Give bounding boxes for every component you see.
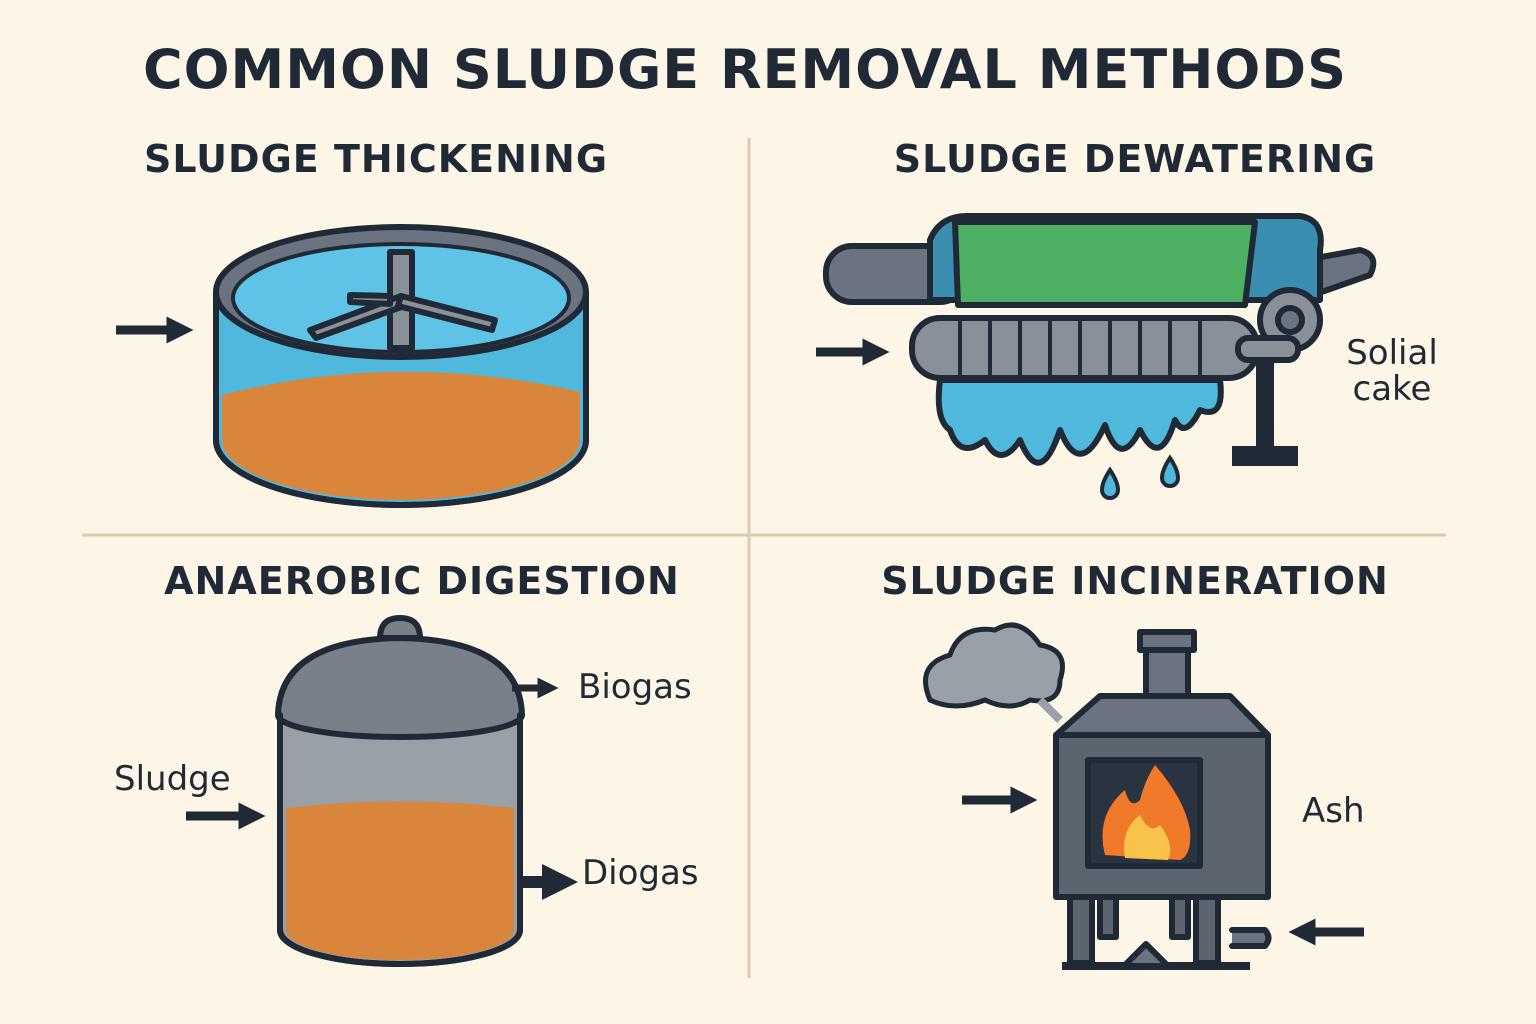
solid-cake-label-line2: cake [1353, 369, 1432, 409]
ash-pile [1121, 941, 1171, 969]
thickener-tank-illustration [213, 224, 589, 508]
panel-anaerobic-digestion: ANAEROBIC DIGESTION Sludge Biogas Diogas [114, 559, 699, 967]
panel-heading: SLUDGE DEWATERING [894, 137, 1376, 181]
digester-tank-illustration [275, 615, 525, 967]
biogas-label: Biogas [578, 667, 692, 707]
panel-heading: SLUDGE THICKENING [144, 137, 608, 181]
page-title: COMMON SLUDGE REMOVAL METHODS [143, 38, 1347, 101]
panel-heading: SLUDGE INCINERATION [881, 559, 1389, 603]
panel-sludge-dewatering: SLUDGE DEWATERING Solial ca [816, 137, 1438, 500]
ash-label: Ash [1302, 791, 1365, 831]
diogas-label: Diogas [582, 853, 699, 893]
panel-sludge-thickening: SLUDGE THICKENING [116, 137, 608, 508]
incinerator-illustration [923, 622, 1272, 970]
sludge-input-label: Sludge [114, 759, 231, 799]
belt-press-illustration [823, 212, 1377, 500]
panel-heading: ANAEROBIC DIGESTION [164, 559, 680, 603]
panel-sludge-incineration: SLUDGE INCINERATION Ash [881, 559, 1389, 970]
solid-cake-label: Solial [1346, 333, 1438, 373]
